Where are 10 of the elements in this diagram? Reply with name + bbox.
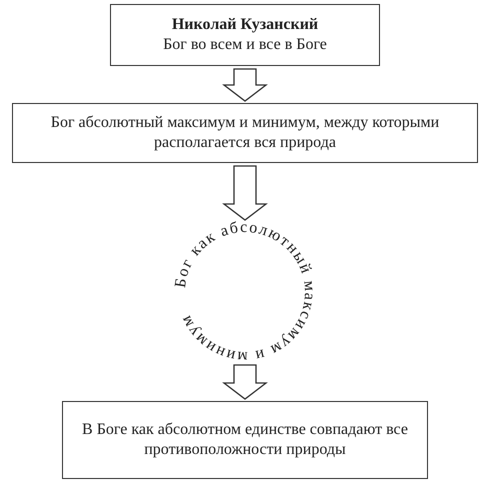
block-arrow bbox=[222, 68, 268, 102]
block-arrow bbox=[222, 364, 268, 400]
text-box bbox=[12, 103, 478, 163]
box-heading: Николай Кузанский bbox=[170, 15, 320, 35]
text-box bbox=[62, 401, 428, 479]
box-text: Бог во всем и все в Боге bbox=[162, 35, 328, 55]
box-text: В Боге как абсолютном единстве совпадают все противоположности природы bbox=[81, 420, 409, 460]
box-text: Бог абсолютный максимум и минимум, между которыми располагается вся природа bbox=[50, 113, 440, 153]
block-arrow bbox=[222, 165, 268, 221]
text-box bbox=[110, 4, 380, 66]
